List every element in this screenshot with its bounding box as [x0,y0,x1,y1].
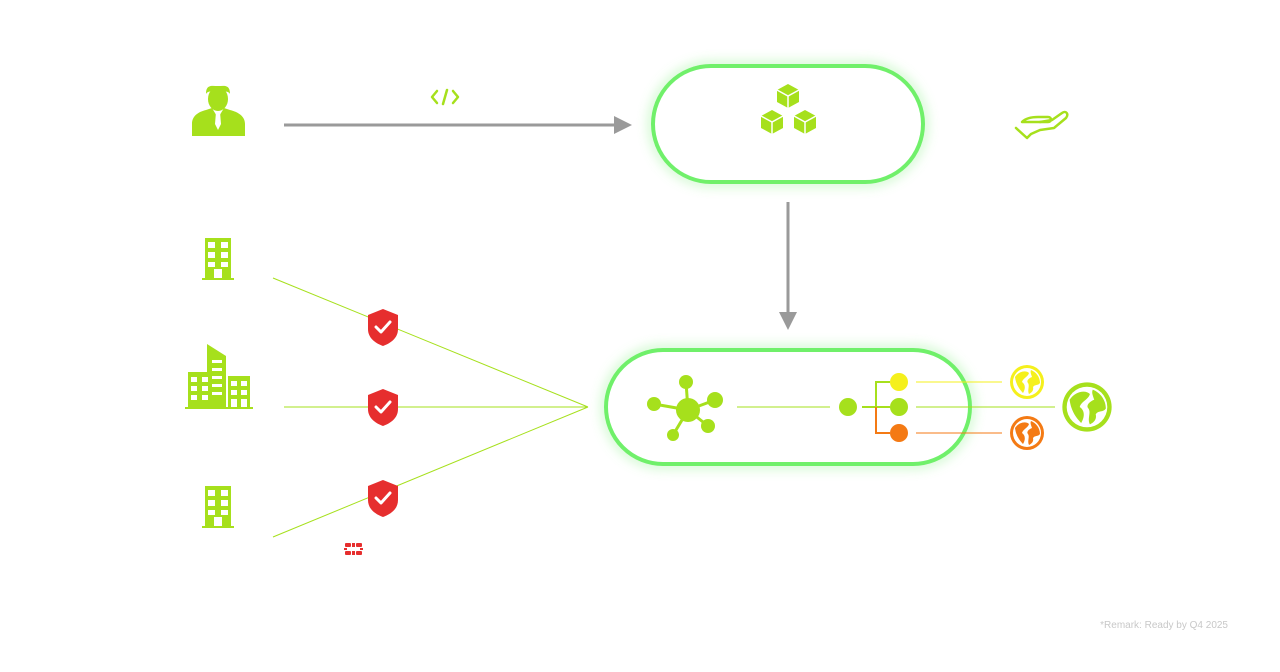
building-icon [202,486,234,528]
globe-orange-icon [1010,416,1044,450]
shield-check-icon [366,307,400,348]
shield-check-icon [366,387,400,428]
fortinet-logo-icon [344,543,363,555]
remark-note: *Remark: Ready by Q4 2025 [1100,620,1228,631]
down-arrow [779,202,797,330]
code-icon [430,88,460,106]
egress-root-node [839,398,857,416]
network-hub-icon [647,375,723,441]
node-orange [890,424,908,442]
globe-yellow-icon [1010,365,1044,399]
node-green [890,398,908,416]
cubes-icon [760,84,817,134]
request-arrow [284,116,632,134]
globe-green-icon [1062,382,1112,432]
hand-icon [1014,110,1069,140]
node-yellow [890,373,908,391]
branch-connection-lines [272,277,589,538]
user-icon [192,85,245,136]
office-buildings-icon [185,344,253,409]
shield-check-icon [366,478,400,519]
building-icon [202,238,234,280]
egress-tree [862,381,890,434]
platform-pill [651,64,925,184]
